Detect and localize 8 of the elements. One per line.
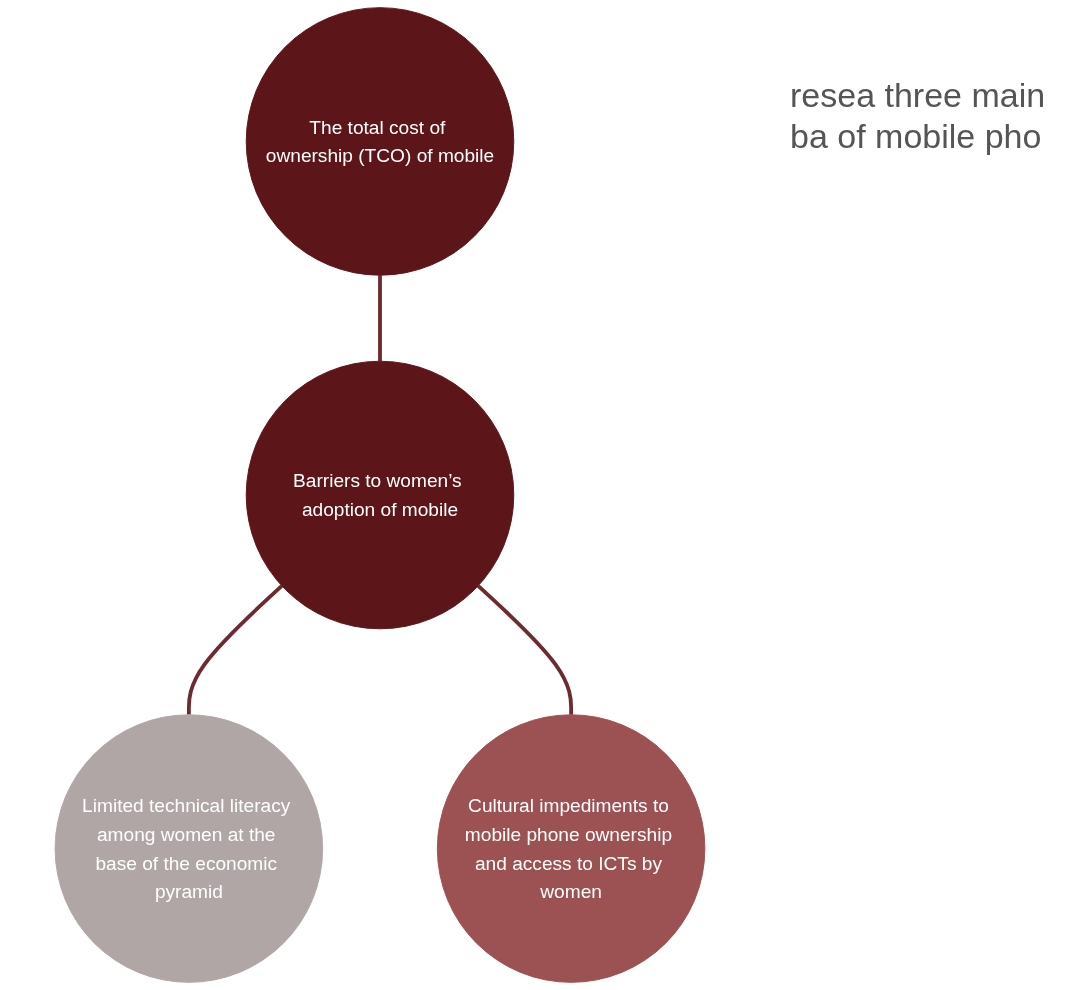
node-circle: Limited technical literacy among women at the base of the economic pyramid	[54, 714, 324, 983]
note-text: resea three main ba of mobile pho	[790, 75, 1047, 157]
connector	[186, 584, 284, 715]
node-circle: Barriers to women’s adoption of mobile	[245, 360, 515, 630]
connector	[378, 275, 382, 362]
node-circle: The total cost of ownership (TCO) of mobile	[245, 7, 515, 276]
node-circle: Cultural impediments to mobile phone ownership and access to ICTs by women	[436, 714, 706, 983]
connector	[476, 584, 574, 715]
